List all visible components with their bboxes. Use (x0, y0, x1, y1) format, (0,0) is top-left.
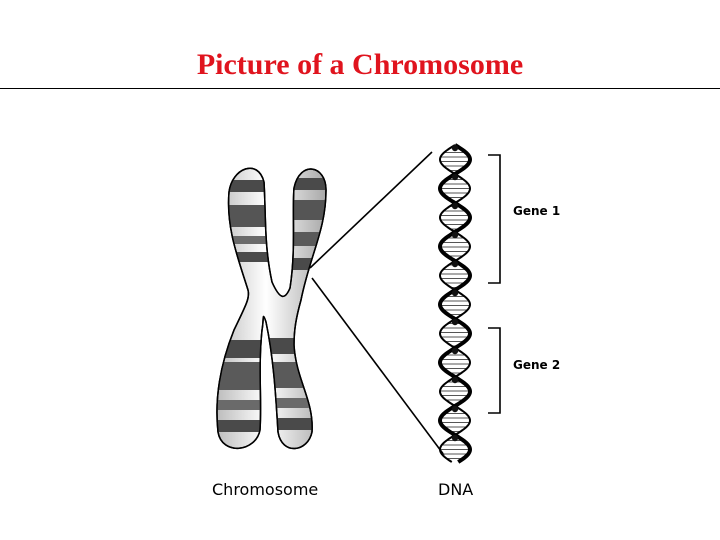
helix-crossing (451, 376, 459, 384)
helix-crossing (451, 260, 459, 268)
title-divider (0, 88, 720, 89)
helix-crossing (451, 405, 459, 413)
gene-2-label: Gene 2 (513, 358, 560, 372)
helix-crossing (451, 347, 459, 355)
helix-crossing (451, 434, 459, 442)
helix-crossing (451, 289, 459, 297)
helix-crossing (451, 173, 459, 181)
helix-crossing (451, 231, 459, 239)
helix-crossing (451, 144, 459, 152)
chromosome (216, 167, 327, 450)
dna-label: DNA (438, 480, 473, 499)
helix-crossing (451, 318, 459, 326)
gene-2-bracket (488, 327, 501, 414)
helix-crossing (451, 202, 459, 210)
gene-1-bracket (488, 154, 501, 284)
gene-1-label: Gene 1 (513, 204, 560, 218)
chromosome-label: Chromosome (212, 480, 318, 499)
slide-title: Picture of a Chromosome (196, 48, 524, 81)
dna-strand-a (438, 143, 472, 464)
zoom-lines (309, 151, 445, 456)
gene-brackets (488, 154, 501, 414)
dna-strand-b (439, 144, 471, 463)
dna-helix (438, 143, 472, 464)
